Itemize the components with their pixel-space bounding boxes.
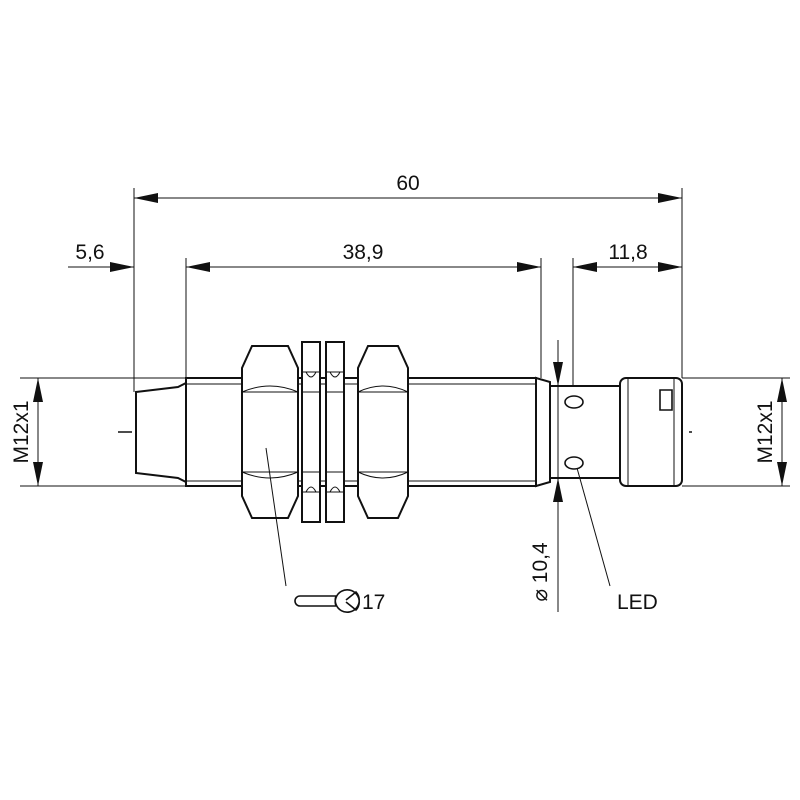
dimension-overall-length: 60 — [134, 172, 682, 203]
connector-housing — [549, 377, 683, 487]
lock-washers — [301, 341, 345, 523]
overall-length-label: 60 — [396, 172, 419, 195]
dimension-tip-length: 5,6 — [68, 241, 232, 272]
connector-length-label: 11,8 — [608, 241, 647, 264]
led-window-top — [564, 395, 584, 409]
body-diameter-label: ⌀ 10,4 — [529, 542, 552, 602]
hex-nut-right — [357, 345, 409, 519]
thread-right-label: M12x1 — [754, 400, 777, 463]
wrench-callout: 17 — [265, 447, 385, 614]
dimension-thread-length: 38,9 — [186, 241, 541, 272]
wrench-icon — [294, 589, 361, 613]
sensor-tip — [135, 381, 187, 484]
dimension-thread-left: M12x1 — [10, 378, 43, 486]
dimension-body-diameter: ⌀ 10,4 — [529, 362, 563, 602]
dimension-thread-right: M12x1 — [754, 378, 787, 486]
led-callout: LED — [576, 467, 658, 614]
led-label: LED — [617, 591, 658, 614]
led-window-bottom — [564, 456, 584, 470]
wrench-size-label: 17 — [362, 591, 385, 614]
hex-nut-left — [241, 345, 299, 519]
dimension-connector-length: 11,8 — [573, 241, 682, 272]
thread-length-label: 38,9 — [343, 241, 384, 264]
led-windows — [564, 395, 584, 470]
thread-left-label: M12x1 — [10, 400, 33, 463]
tip-length-label: 5,6 — [75, 241, 104, 264]
